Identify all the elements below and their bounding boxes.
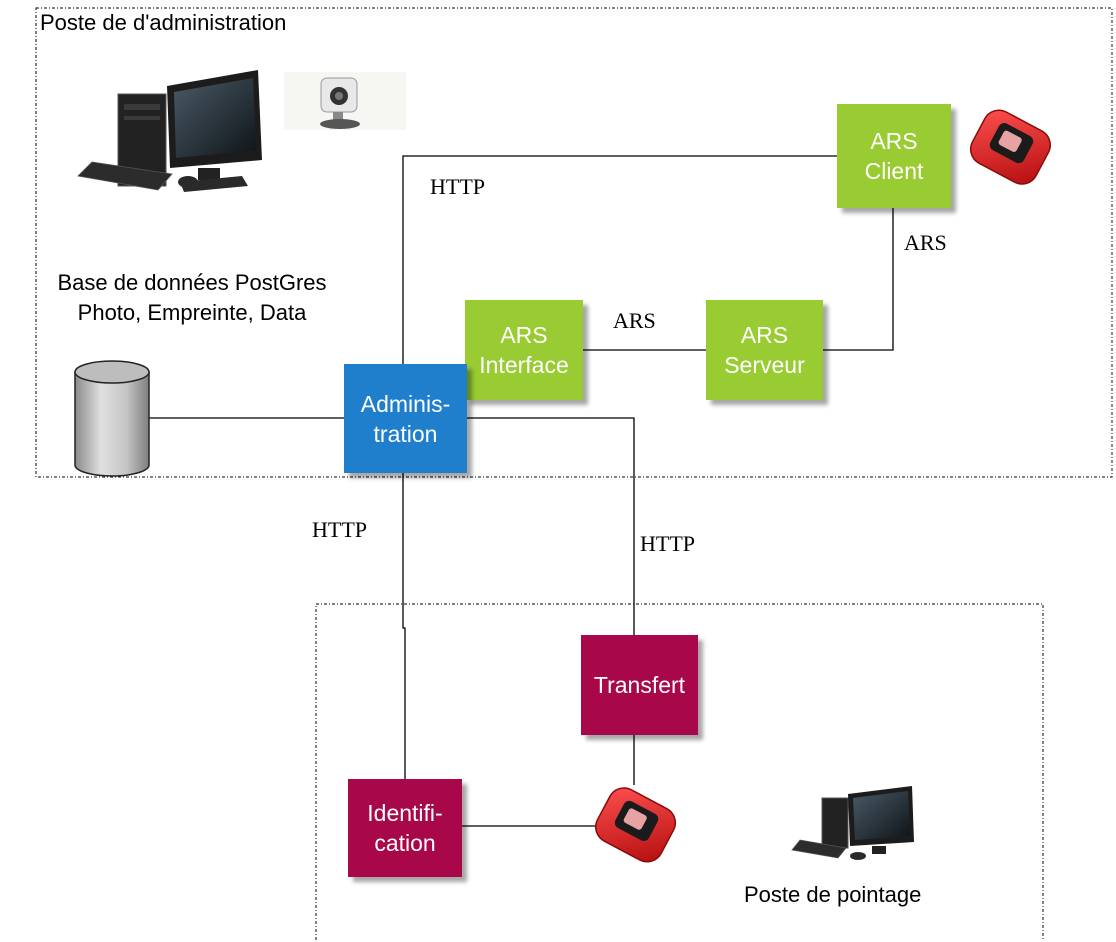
administration-node: Adminis- tration [344,364,467,473]
webcam-icon [284,72,406,130]
ars-serveur-node: ARS Serveur [706,300,823,400]
identification-node: Identifi- cation [348,779,462,877]
admin-zone-title: Poste de d'administration [40,10,287,35]
link-admin-client [402,155,837,364]
edge-label-http-top: HTTP [430,174,485,199]
transfert-node: Transfert [581,635,698,735]
edge-label-ars-right: ARS [904,230,947,255]
edge-label-ars-middle: ARS [613,308,656,333]
pointage-zone-title: Poste de pointage [744,882,922,907]
database-cylinder-icon [74,360,150,477]
database-caption: Base de données PostGres Photo, Empreint… [14,268,370,328]
link-admin-identification [402,473,406,779]
connectors [148,155,894,827]
pointage-zone-border [315,603,1044,940]
desktop-computer-icon [77,70,262,192]
database-caption-line1: Base de données PostGres [57,270,327,295]
ars-client-node: ARS Client [837,104,951,208]
edge-label-http-right: HTTP [640,531,695,556]
ars-interface-node: ARS Interface [465,300,583,400]
fingerprint-reader-icon [969,109,1051,185]
fingerprint-reader-icon [595,787,677,863]
link-client-serveur [823,208,894,351]
desktop-computer-icon [791,786,914,860]
database-caption-line2: Photo, Empreinte, Data [77,300,307,325]
admin-zone-border [35,7,1113,478]
edge-label-http-left: HTTP [312,517,367,542]
link-admin-transfert [467,417,635,635]
